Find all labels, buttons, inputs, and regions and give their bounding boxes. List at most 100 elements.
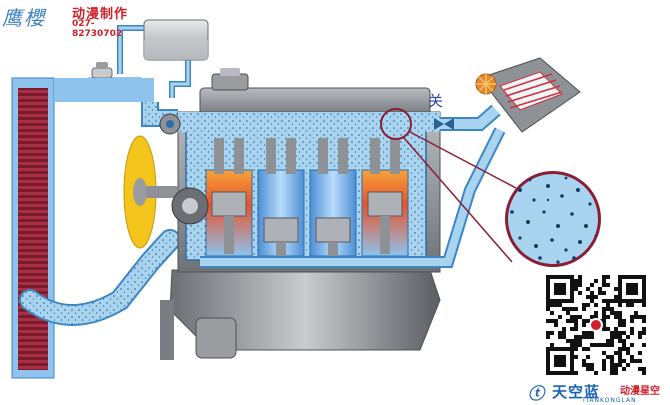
qr-module: [558, 359, 562, 363]
qr-module: [566, 371, 570, 375]
qr-module: [630, 287, 634, 291]
qr-module: [626, 291, 630, 295]
qr-module: [546, 295, 550, 299]
qr-module: [582, 319, 586, 323]
qr-module: [626, 363, 630, 367]
qr-module: [614, 327, 618, 331]
qr-module: [590, 343, 594, 347]
qr-module: [554, 347, 558, 351]
qr-module: [570, 283, 574, 287]
qr-module: [594, 311, 598, 315]
qr-module: [634, 291, 638, 295]
qr-module: [594, 279, 598, 283]
qr-module: [554, 355, 558, 359]
qr-module: [578, 291, 582, 295]
qr-module: [642, 315, 646, 319]
qr-module: [610, 359, 614, 363]
qr-module: [546, 279, 550, 283]
qr-module: [554, 287, 558, 291]
qr-module: [618, 315, 622, 319]
qr-module: [550, 343, 554, 347]
qr-module: [590, 283, 594, 287]
qr-module: [570, 295, 574, 299]
qr-module: [638, 359, 642, 363]
qr-module: [550, 347, 554, 351]
qr-module: [610, 363, 614, 367]
qr-module: [618, 351, 622, 355]
qr-module: [618, 303, 622, 307]
qr-module: [554, 283, 558, 287]
qr-module: [546, 275, 550, 279]
qr-module: [546, 367, 550, 371]
qr-module: [602, 283, 606, 287]
qr-module: [562, 275, 566, 279]
qr-module: [606, 283, 610, 287]
qr-module: [582, 363, 586, 367]
qr-module: [606, 299, 610, 303]
qr-module: [570, 351, 574, 355]
qr-module: [610, 311, 614, 315]
qr-module: [566, 339, 570, 343]
qr-module: [618, 359, 622, 363]
qr-module: [642, 319, 646, 323]
qr-module: [642, 367, 646, 371]
qr-module: [586, 295, 590, 299]
qr-module: [570, 279, 574, 283]
qr-module: [602, 291, 606, 295]
qr-module: [578, 335, 582, 339]
qr-module: [546, 299, 550, 303]
qr-module: [638, 335, 642, 339]
qr-module: [618, 347, 622, 351]
qr-module: [554, 319, 558, 323]
qr-module: [554, 323, 558, 327]
qr-module: [618, 319, 622, 323]
qr-module: [614, 331, 618, 335]
qr-module: [570, 275, 574, 279]
qr-module: [606, 339, 610, 343]
qr-module: [614, 371, 618, 375]
qr-module: [610, 299, 614, 303]
qr-module: [642, 299, 646, 303]
qr-module: [546, 283, 550, 287]
qr-module: [546, 291, 550, 295]
qr-module: [590, 291, 594, 295]
cooling-fan: [123, 135, 178, 249]
qr-module: [562, 335, 566, 339]
qr-module: [606, 343, 610, 347]
qr-module: [602, 343, 606, 347]
expansion-tank: [117, 19, 209, 98]
qr-module: [622, 347, 626, 351]
qr-module: [586, 319, 590, 323]
qr-module: [570, 347, 574, 351]
qr-module: [610, 339, 614, 343]
qr-module: [574, 283, 578, 287]
qr-module: [550, 311, 554, 315]
brand-logo-top: 鹰櫻 动漫制作 027-82730702: [0, 0, 140, 39]
qr-module: [606, 303, 610, 307]
qr-module: [582, 323, 586, 327]
qr-module: [602, 311, 606, 315]
qr-module: [642, 275, 646, 279]
qr-module: [606, 307, 610, 311]
qr-module: [574, 339, 578, 343]
qr-module: [586, 347, 590, 351]
qr-module: [602, 279, 606, 283]
qr-module: [546, 307, 550, 311]
qr-module: [642, 371, 646, 375]
qr-module: [630, 327, 634, 331]
qr-module: [630, 291, 634, 295]
qr-module: [594, 303, 598, 307]
qr-module: [590, 295, 594, 299]
qr-module: [622, 359, 626, 363]
qr-module: [598, 291, 602, 295]
qr-module: [574, 355, 578, 359]
qr-module: [602, 327, 606, 331]
qr-module: [574, 319, 578, 323]
qr-module: [566, 299, 570, 303]
qr-module: [618, 299, 622, 303]
brand-logo-glyphs: 鹰櫻: [2, 6, 46, 30]
qr-module: [546, 303, 550, 307]
qr-module: [622, 319, 626, 323]
brand-bottom-name: 天空蓝: [552, 383, 601, 401]
qr-module: [562, 299, 566, 303]
